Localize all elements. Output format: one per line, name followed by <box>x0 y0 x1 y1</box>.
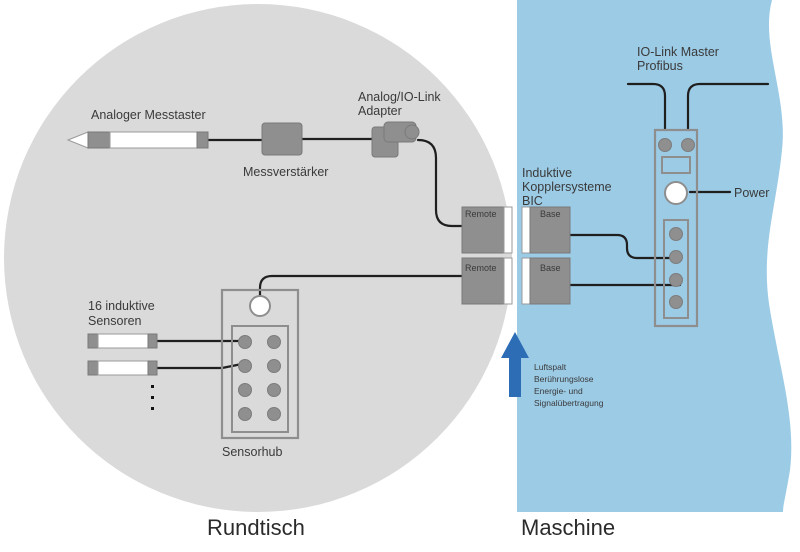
sensor-2 <box>87 360 158 376</box>
label-base-bottom: Base <box>540 263 561 273</box>
label-iolink-line1: IO-Link Master <box>637 45 719 59</box>
coupler-base-bottom <box>521 257 571 305</box>
label-adapter-line2: Adapter <box>358 104 402 118</box>
label-base-top: Base <box>540 209 561 219</box>
label-coupler-line2: Kopplersysteme <box>522 180 612 194</box>
sensor-1 <box>87 333 158 349</box>
label-gap-line3: Energie- und <box>534 386 583 396</box>
iolink-master <box>653 128 699 328</box>
label-sensors-line1: 16 induktive <box>88 299 155 313</box>
label-coupler-line3: BIC <box>522 194 543 208</box>
coupler-remote-top <box>461 206 513 254</box>
label-gap-line1: Luftspalt <box>534 362 567 372</box>
label-analog-probe: Analoger Messtaster <box>91 108 206 122</box>
label-machine: Maschine <box>521 515 615 540</box>
label-adapter-line1: Analog/IO-Link <box>358 90 441 104</box>
label-coupler-line1: Induktive <box>522 166 572 180</box>
label-rotary-table: Rundtisch <box>207 515 305 540</box>
amplifier-box <box>261 122 303 156</box>
sensorhub-device <box>220 288 300 440</box>
wire-profibus-in <box>626 82 667 132</box>
wire-adapter-remote <box>416 138 464 228</box>
air-gap-arrow <box>501 332 529 397</box>
coupler-base-top <box>521 206 571 254</box>
rotary-table-circle <box>4 4 512 512</box>
label-gap-line4: Signalübertragung <box>534 398 604 408</box>
label-iolink-line2: Profibus <box>637 59 683 73</box>
analog-probe <box>66 131 209 149</box>
label-amplifier: Messverstärker <box>243 165 328 179</box>
label-sensors-line2: Sensoren <box>88 314 142 328</box>
label-power: Power <box>734 186 769 200</box>
label-gap-line2: Berührungslose <box>534 374 594 384</box>
coupler-remote-bottom <box>461 257 513 305</box>
wire-remote-hub <box>258 274 464 298</box>
wire-profibus-out <box>686 82 770 132</box>
label-remote-top: Remote <box>465 209 497 219</box>
label-sensorhub: Sensorhub <box>222 445 283 459</box>
ellipsis-dots <box>151 385 154 410</box>
adapter-device <box>371 121 420 158</box>
wire-base-top <box>567 233 682 260</box>
label-remote-bottom: Remote <box>465 263 497 273</box>
